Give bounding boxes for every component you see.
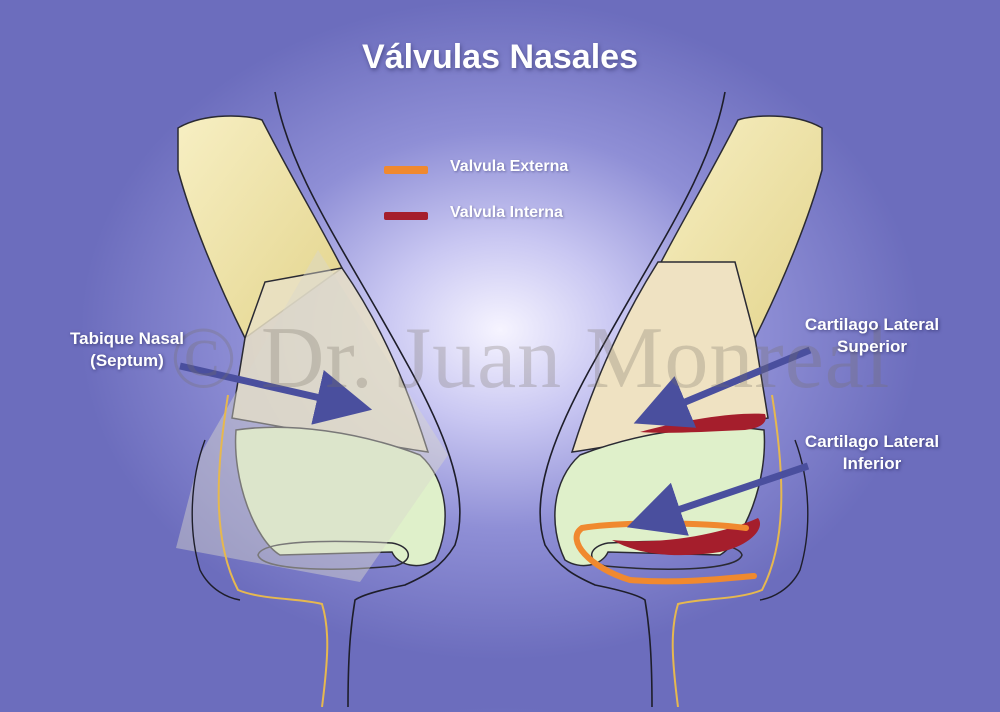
left-skin-contour [274,91,461,708]
right-internal-valve-lower [612,518,761,556]
label-lower-lateral-line1: Cartilago Lateral [804,432,940,451]
label-lower-lateral-line2: Inferior [842,454,902,473]
label-lower-lateral-cartilage: Cartilago Lateral Inferior [772,431,972,475]
right-skin-contour [539,91,726,708]
left-nostril [257,540,409,570]
diagram-title: Válvulas Nasales [362,38,638,76]
upper-lateral-pointer-arrow [633,346,812,428]
left-cheek-contour [191,439,241,601]
label-septum-line1: Tabique Nasal [70,329,184,348]
label-upper-lateral-line1: Cartilago Lateral [804,315,940,334]
legend-swatch-external [384,166,428,174]
legend-label-external: Valvula Externa [450,158,569,175]
right-alar-skin-line [671,394,783,708]
watermark-text: © Dr. Juan Monreal [170,310,891,407]
left-nose-illustration [176,91,461,708]
label-septum-line2: (Septum) [90,351,164,370]
left-lower-lateral-cartilage [234,426,446,567]
right-internal-valve [640,413,766,433]
left-alar-skin-line [217,394,329,708]
lower-lateral-pointer-arrow [626,462,810,536]
label-upper-lateral-line2: Superior [837,337,907,356]
legend-label-internal: Valvula Interna [450,204,563,221]
label-upper-lateral-cartilage: Cartilago Lateral Superior [772,314,972,358]
septum-pointer-arrow [179,362,373,425]
legend-swatch-internal [384,212,428,220]
label-septum: Tabique Nasal (Septum) [52,328,202,372]
right-cheek-contour [759,439,809,601]
